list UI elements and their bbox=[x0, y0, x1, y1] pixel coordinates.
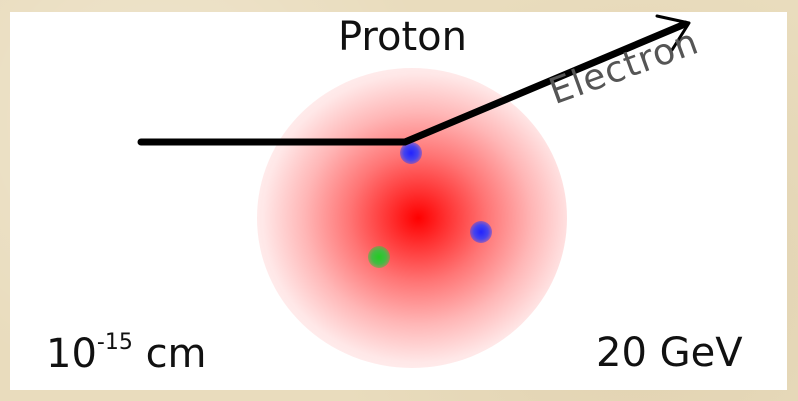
quark-blue-top bbox=[400, 142, 422, 164]
proton-label: Proton bbox=[338, 14, 467, 60]
quark-green bbox=[368, 246, 390, 268]
diagram-panel: Proton Electron 10-15 cm 20 GeV bbox=[10, 12, 787, 390]
size-base: 10 bbox=[46, 331, 97, 377]
scale-size-label: 10-15 cm bbox=[46, 330, 207, 377]
proton-cloud bbox=[257, 68, 567, 368]
electron-path bbox=[137, 20, 689, 146]
quark-blue-right bbox=[470, 221, 492, 243]
electron-track bbox=[137, 14, 691, 146]
size-unit: cm bbox=[145, 331, 207, 377]
arrowhead-icon bbox=[655, 14, 691, 52]
size-exponent: -15 bbox=[96, 330, 133, 355]
energy-label: 20 GeV bbox=[596, 330, 743, 376]
